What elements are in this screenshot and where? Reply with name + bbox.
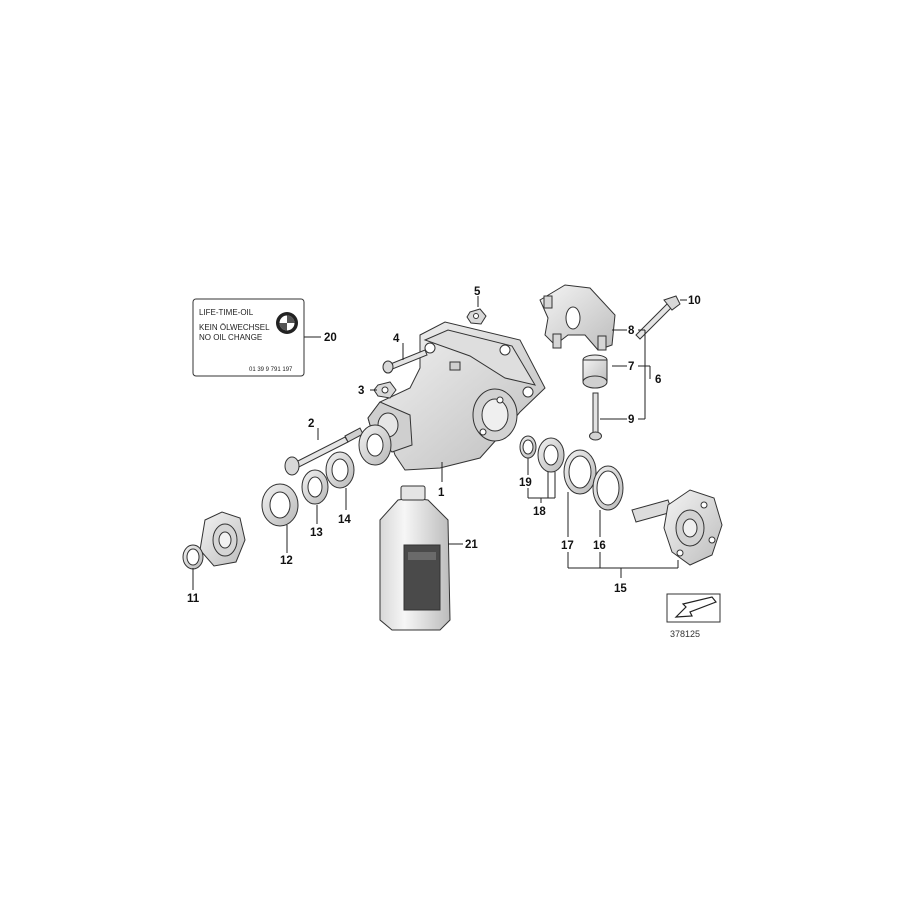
callout-1: 1 (438, 487, 445, 499)
diagram-ref-number: 378125 (670, 629, 700, 639)
oil-bottle-21 (379, 485, 451, 631)
callout-2: 2 (308, 418, 314, 430)
shaft-seal-18 (537, 437, 565, 473)
label-line-1: LIFE-TIME-OIL (199, 308, 254, 317)
label-line-3: NO OIL CHANGE (199, 333, 262, 342)
differential-housing (367, 321, 546, 471)
direction-arrow-icon (674, 596, 717, 618)
callout-3: 3 (358, 385, 364, 397)
nut-5 (466, 308, 487, 325)
callout-9: 9 (628, 414, 634, 426)
callout-10: 10 (688, 295, 701, 307)
seal-ring-11 (182, 544, 204, 570)
callout-21: 21 (465, 539, 478, 551)
label-part-number: 01 39 9 791 197 (249, 367, 293, 373)
nut-3 (373, 381, 397, 399)
callout-15: 15 (614, 583, 627, 595)
diagram-reference: 378125 (666, 593, 721, 639)
mount-bracket-8 (539, 284, 616, 351)
input-flange-12 (199, 511, 246, 567)
callout-20: 20 (324, 332, 337, 344)
bearing-ring-13 (301, 469, 329, 505)
callout-17: 17 (561, 540, 574, 552)
leader-lines (192, 296, 687, 590)
callout-4: 4 (393, 333, 400, 345)
seal-ring-16 (592, 465, 624, 511)
callout-6: 6 (655, 374, 661, 386)
callout-5: 5 (474, 286, 481, 298)
output-flange-15 (631, 489, 723, 566)
callout-18: 18 (533, 506, 546, 518)
callout-19: 19 (519, 477, 532, 489)
bolt-2 (284, 427, 364, 476)
callout-16: 16 (593, 540, 606, 552)
gasket-17 (563, 449, 597, 495)
callout-8: 8 (628, 325, 635, 337)
callout-14: 14 (338, 514, 351, 526)
bolt-10 (635, 295, 681, 340)
callout-12: 12 (280, 555, 293, 567)
flange-ring-front (358, 424, 392, 466)
callout-13: 13 (310, 527, 323, 539)
seal-ring-12 (261, 483, 299, 527)
bushing-7 (582, 354, 608, 389)
callout-7: 7 (628, 361, 634, 373)
callout-11: 11 (187, 593, 200, 605)
bolt-4 (382, 349, 428, 374)
oil-label-card: LIFE-TIME-OIL KEIN ÖLWECHSEL NO OIL CHAN… (192, 298, 305, 377)
label-line-2: KEIN ÖLWECHSEL (199, 323, 270, 332)
bearing-ring-14 (325, 451, 355, 489)
bolt-9 (589, 392, 602, 441)
seal-ring-19 (519, 435, 537, 459)
callout-numbers: 1 2 3 4 5 6 7 8 9 10 11 12 13 14 15 16 1… (187, 286, 701, 605)
bmw-roundel-icon (276, 312, 298, 334)
